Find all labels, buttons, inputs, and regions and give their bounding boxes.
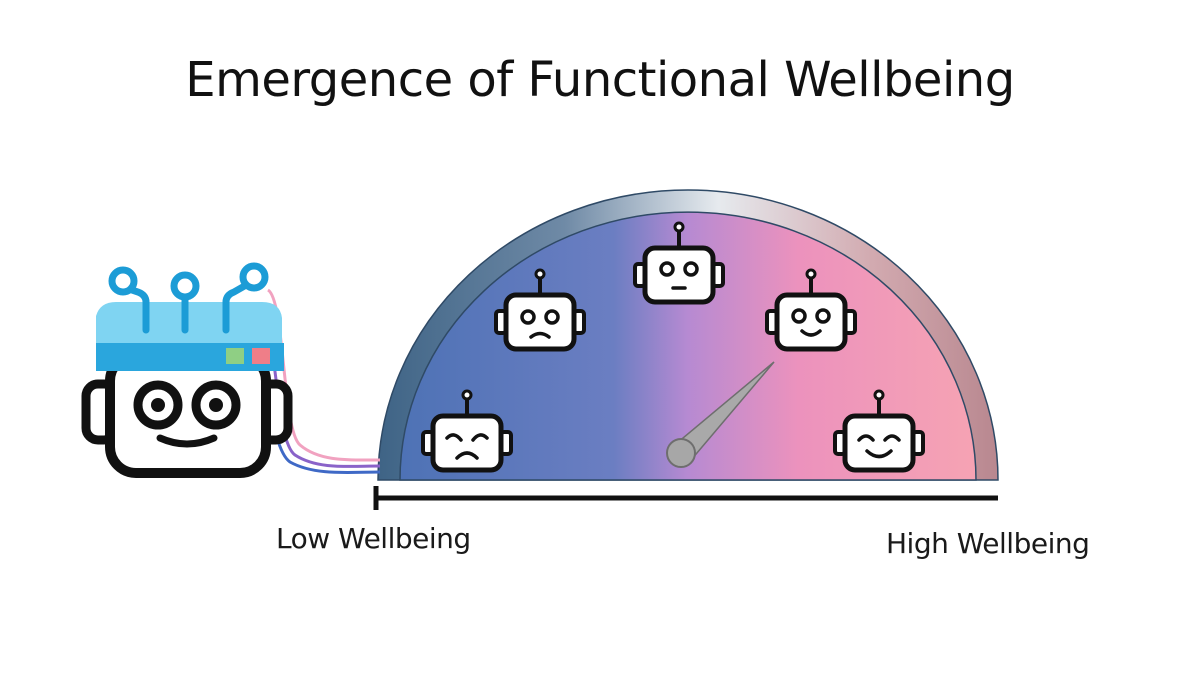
low-wellbeing-label: Low Wellbeing <box>276 522 471 555</box>
high-wellbeing-label: High Wellbeing <box>886 527 1090 560</box>
smiling-robot-icon <box>765 268 857 352</box>
happy-robot-icon <box>833 389 925 473</box>
worried-robot-icon <box>494 268 586 352</box>
neutral-robot-icon <box>633 221 725 305</box>
gauge-fill <box>399 211 977 481</box>
sad-robot-icon <box>421 389 513 473</box>
robot-with-brain-cap-icon <box>81 262 293 478</box>
gauge-needle <box>666 361 775 468</box>
page-title: Emergence of Functional Wellbeing <box>185 52 1015 108</box>
wellbeing-scale-line <box>373 486 998 510</box>
